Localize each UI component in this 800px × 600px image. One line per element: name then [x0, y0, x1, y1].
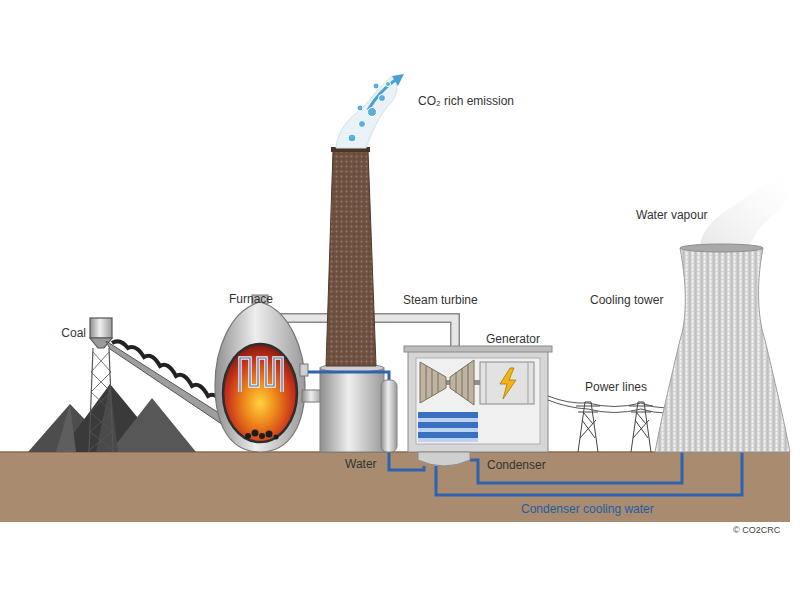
coal-lump: [274, 435, 279, 440]
chimney: [320, 147, 384, 452]
lightning-symbol: [500, 368, 516, 399]
plume-arrowhead: [392, 74, 404, 86]
co2-bubbles: [348, 82, 391, 143]
part-label: Steam turbine: [403, 293, 478, 307]
condenser-band: [418, 438, 478, 442]
part-label: Power lines: [585, 380, 647, 394]
coal-hopper-tower: [89, 318, 113, 452]
power-lines-drawing: [548, 396, 666, 452]
part-label: Water: [345, 457, 377, 471]
furnace-nozzle: [300, 364, 308, 376]
water-pipe: [308, 372, 389, 380]
cooling-water-pipe: [470, 452, 682, 483]
turbine-rotor: [420, 362, 446, 403]
water-pipes: [389, 452, 742, 495]
part-label: Condenser cooling water: [521, 502, 654, 516]
condenser-bands: [418, 412, 478, 442]
cooling-water-pipe: [436, 452, 742, 495]
part-label: Generator: [486, 332, 540, 346]
bubble: [357, 105, 363, 111]
part-label: Furnace: [229, 292, 273, 306]
condenser-band: [418, 428, 478, 432]
condenser-band: [418, 418, 478, 422]
tower-shell: [655, 248, 790, 452]
generator-body: [480, 362, 534, 404]
furnace-fire: [223, 344, 297, 442]
pylon: [576, 402, 600, 452]
part-label: Water vapour: [636, 208, 708, 222]
coal-lump: [266, 431, 273, 438]
bubble: [359, 121, 366, 128]
chimney-base: [320, 368, 384, 452]
tower-lattice: [89, 352, 113, 450]
condenser-band: [418, 412, 478, 418]
bubble: [368, 108, 377, 117]
feedwater-heater: [381, 380, 397, 452]
tower-rim: [680, 244, 763, 252]
turbine-panel: [416, 358, 540, 444]
turbine-blades: [426, 364, 468, 401]
bubble: [373, 83, 379, 89]
coal-lump: [259, 433, 265, 439]
part-label: Cooling tower: [590, 293, 663, 307]
boiler-tubes-core: [240, 358, 282, 392]
part-label: Condenser: [487, 458, 546, 472]
turbine-housing: [408, 350, 548, 452]
boiler-tubes: [240, 358, 282, 392]
tower-leg: [109, 348, 113, 452]
tower-leg: [89, 348, 93, 452]
condenser-well: [418, 452, 470, 466]
ground: [0, 452, 790, 522]
condenser-band: [418, 432, 478, 438]
turbine-hall: [404, 346, 552, 466]
hopper-silo: [90, 318, 112, 338]
bubble: [386, 82, 391, 87]
plume-arrow: [368, 78, 398, 110]
smoke: [336, 76, 397, 148]
coal-pile: [110, 398, 196, 452]
furnace: [215, 295, 322, 452]
part-label: © CO2CRC: [733, 523, 780, 537]
part-label: CO₂ rich emission: [418, 94, 514, 108]
coal-lump: [245, 433, 251, 439]
furnace-shell: [215, 302, 305, 452]
bubble: [379, 95, 386, 102]
coal-lump: [252, 430, 259, 437]
flue-duct: [302, 390, 322, 402]
part-label: Coal: [61, 326, 86, 340]
pylon: [629, 402, 653, 452]
turbine-roof: [404, 346, 552, 352]
burning-coal: [245, 430, 279, 440]
emission-plume: [336, 74, 404, 148]
bubble: [348, 134, 356, 142]
coal-pile-shade: [56, 404, 76, 452]
condenser-band: [418, 422, 478, 428]
generator-ribs: [486, 362, 528, 404]
chimney-stack: [326, 150, 376, 366]
water-vapour-plume: [700, 174, 788, 250]
